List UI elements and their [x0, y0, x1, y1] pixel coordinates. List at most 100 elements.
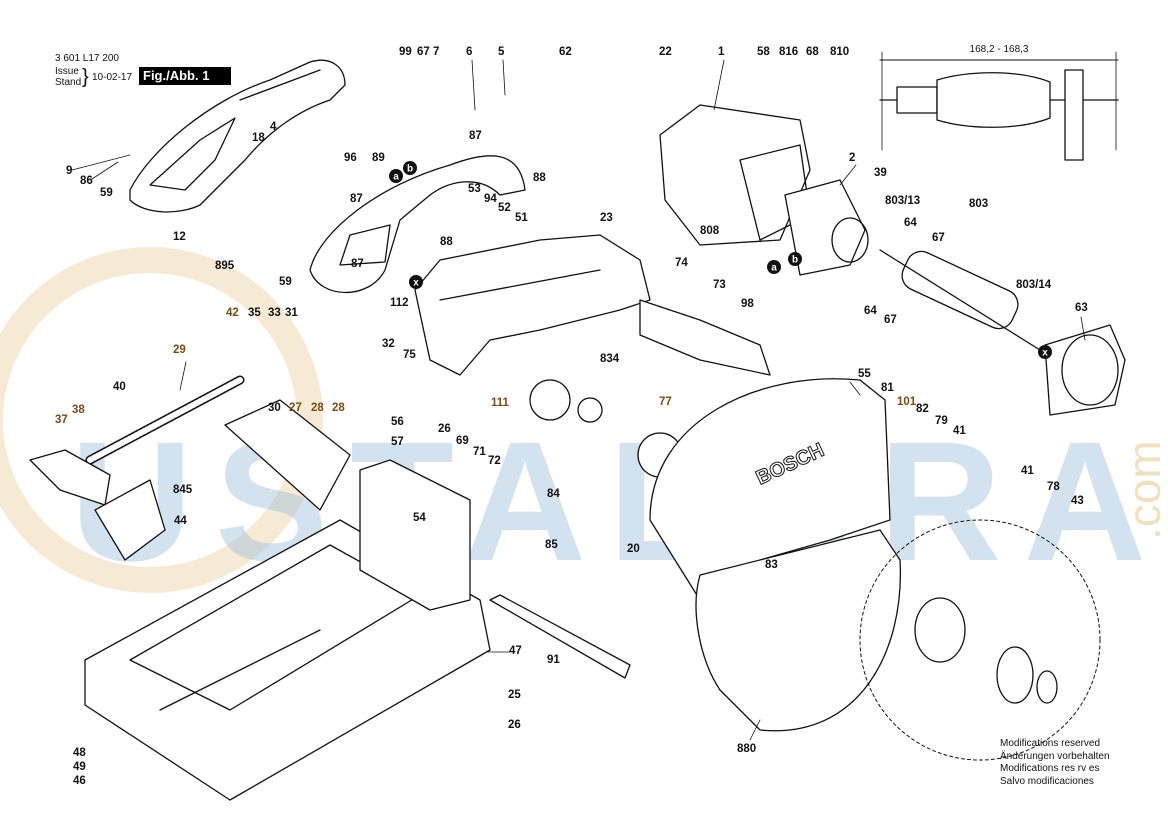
part-label: 111: [491, 397, 509, 409]
part-label: 27: [289, 402, 302, 414]
note-line: Modifications reserved: [1000, 738, 1101, 749]
issue-label: Issue: [55, 66, 79, 77]
part-label: 5: [498, 46, 505, 58]
connector-x: x: [1038, 345, 1052, 359]
part-label: 26: [438, 423, 451, 435]
armature: [879, 249, 1041, 351]
svg-text:b: b: [792, 255, 798, 266]
part-label: 59: [100, 187, 113, 199]
part-label: 1: [718, 46, 725, 58]
part-label: 6: [466, 46, 473, 58]
part-label: 4: [270, 121, 277, 133]
part-label: 62: [559, 46, 572, 58]
svg-text:x: x: [413, 278, 419, 289]
part-label: 57: [391, 436, 404, 448]
part-label: 101: [897, 396, 917, 408]
doc-number: 3 601 L17 200: [55, 53, 119, 64]
part-label: 43: [1071, 495, 1084, 507]
part-label: 29: [173, 344, 186, 356]
part-label: 803/14: [1016, 279, 1052, 291]
rear-cover: [1044, 324, 1126, 416]
dimension-text: 168,2 - 168,3: [970, 44, 1029, 55]
part-label: 44: [174, 515, 187, 527]
part-label: 79: [935, 415, 948, 427]
part-label: 803/13: [885, 195, 921, 207]
connector-x: x: [409, 275, 423, 289]
svg-text:x: x: [1042, 348, 1048, 359]
svg-text:a: a: [393, 172, 399, 183]
svg-text:b: b: [407, 164, 413, 175]
part-label: 895: [215, 260, 235, 272]
part-label: 68: [806, 46, 819, 58]
part-label: 880: [737, 743, 757, 755]
armature-top-view: [879, 51, 1119, 161]
handle-left-upper: [129, 59, 346, 213]
arm-casting: [414, 234, 651, 376]
part-label: 87: [351, 258, 364, 270]
note-line: Salvo modificaciones: [1000, 775, 1094, 787]
part-label: 31: [285, 307, 298, 319]
part-label: 89: [372, 152, 385, 164]
part-label: 87: [350, 193, 363, 205]
part-label: 55: [858, 368, 871, 380]
note-line: Änderungen vorbehalten: [1000, 750, 1110, 762]
svg-text:a: a: [771, 263, 777, 274]
part-label: 808: [700, 225, 720, 237]
lever: [489, 594, 631, 679]
part-label: 81: [881, 382, 894, 394]
part-label: 59: [279, 276, 292, 288]
part-label: 23: [600, 212, 613, 224]
part-label: 87: [469, 130, 482, 142]
part-label: 84: [547, 488, 560, 500]
part-label: 77: [659, 396, 672, 408]
connector-a: a: [389, 169, 403, 183]
part-label: 74: [675, 257, 688, 269]
vise-screw: [85, 375, 245, 465]
part-label: 49: [73, 761, 86, 773]
part-label: 9: [66, 165, 73, 177]
part-label: 20: [627, 543, 640, 555]
part-label: 86: [80, 175, 93, 187]
blade-guard: [649, 378, 902, 732]
part-label: 78: [1047, 481, 1060, 493]
connector-b: b: [788, 252, 802, 266]
part-label: 7: [433, 46, 440, 58]
part-label: 40: [113, 381, 126, 393]
stand-label: Stand: [55, 77, 82, 88]
part-label: 72: [488, 455, 501, 467]
part-label: 18: [252, 132, 265, 144]
note-line: Modifications res rv es: [1000, 763, 1100, 774]
part-label: 82: [916, 403, 929, 415]
part-label: 88: [533, 172, 546, 184]
part-label: 64: [904, 217, 917, 229]
brace: }: [82, 66, 89, 88]
part-label: 47: [509, 645, 522, 657]
stator: [784, 179, 869, 276]
part-label: 52: [498, 202, 511, 214]
part-label: 35: [248, 307, 261, 319]
vise-jaw: [29, 399, 351, 561]
motor-housing: [659, 104, 811, 246]
part-label: 41: [953, 425, 966, 437]
part-label: 810: [830, 46, 850, 58]
part-label: 48: [73, 747, 86, 759]
part-label: 26: [508, 719, 521, 731]
part-label: 22: [659, 46, 672, 58]
connector-a: a: [767, 260, 781, 274]
part-label: 845: [173, 484, 193, 496]
base-plate: [84, 519, 491, 801]
part-label: 91: [547, 654, 560, 666]
part-label: 30: [268, 402, 281, 414]
part-label: 816: [779, 46, 799, 58]
part-label: 42: [226, 307, 239, 319]
vise-column: [359, 459, 471, 611]
issue-date: 10-02-17: [92, 72, 133, 83]
part-label: 2: [849, 152, 856, 164]
part-label: 28: [311, 402, 324, 414]
part-label: 75: [403, 349, 416, 361]
part-label: 46: [73, 775, 86, 787]
part-label: 32: [382, 338, 395, 350]
part-label: 51: [515, 212, 528, 224]
